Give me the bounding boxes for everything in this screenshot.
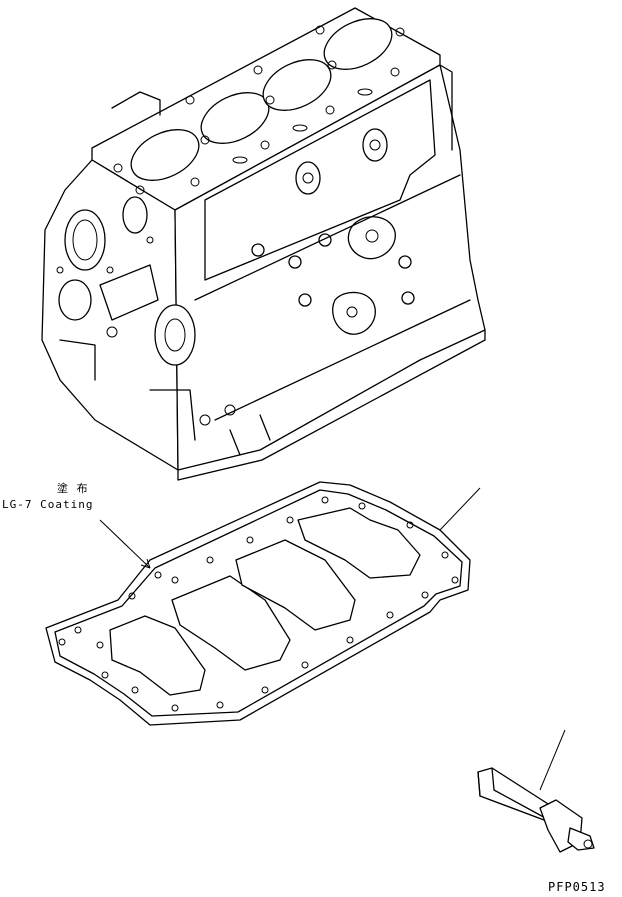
- tool-tip: [567, 827, 595, 851]
- cylinder-block: [41, 7, 486, 481]
- oil-pan-gasket: [45, 481, 471, 726]
- block-skirt: [194, 174, 461, 301]
- cylinder-bore-3: [262, 59, 332, 111]
- front-face-details: [56, 196, 236, 441]
- tool-leader-line: [539, 729, 566, 791]
- block-bosses: [251, 128, 415, 307]
- block-side-recess: [204, 79, 436, 281]
- gasket-inner-edge: [54, 489, 463, 717]
- coating-leader-line: [99, 519, 151, 569]
- coating-leader-arrow: [140, 558, 151, 569]
- gasket-window-1: [109, 615, 206, 696]
- deck-holes: [113, 25, 405, 195]
- coating-label-japanese: 塗 布: [57, 482, 89, 495]
- drawing-code: PFP0513: [548, 880, 606, 894]
- gasket-window-3: [235, 539, 356, 631]
- cylinder-bore-4: [323, 18, 393, 70]
- gasket-bolt-holes: [58, 496, 459, 712]
- block-pad-2: [332, 291, 376, 335]
- block-side-face: [174, 64, 486, 471]
- block-rear-rib: [111, 91, 161, 116]
- installer-tool: [477, 729, 595, 853]
- gasket-leader-line: [439, 487, 481, 531]
- gasket-window-4: [297, 507, 421, 579]
- cylinder-bore-1: [130, 129, 200, 181]
- coating-label-english: LG-7 Coating: [2, 498, 94, 511]
